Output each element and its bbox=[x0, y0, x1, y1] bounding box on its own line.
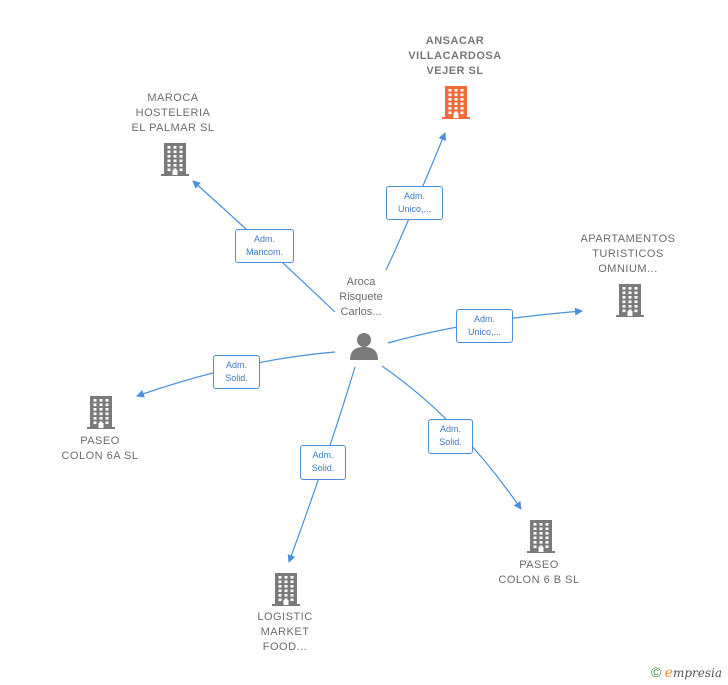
person-icon[interactable] bbox=[348, 331, 380, 361]
edge-label-line2: Unico,... bbox=[467, 327, 501, 337]
edge-label-line2: Unico,... bbox=[397, 204, 431, 214]
building-icon[interactable] bbox=[614, 282, 646, 323]
edge-label-maroca[interactable]: Adm. Mancom. bbox=[235, 229, 294, 263]
edge-label-ansacar[interactable]: Adm. Unico,... bbox=[386, 186, 443, 220]
edge-label-apartamentos[interactable]: Adm. Unico,... bbox=[456, 309, 513, 343]
company-label-ansacar[interactable]: ANSACAR VILLACARDOSA VEJER SL bbox=[408, 35, 502, 77]
edge-label-paseo6a[interactable]: Adm. Solid. bbox=[213, 355, 260, 389]
building-icon[interactable] bbox=[270, 571, 302, 612]
edge-label-line1: Adm. bbox=[439, 424, 461, 434]
footer-brand[interactable]: © empresia bbox=[651, 664, 722, 681]
edge-label-paseo6b[interactable]: Adm. Solid. bbox=[428, 419, 473, 454]
edge-label-line1: Adm. bbox=[312, 450, 334, 460]
company-label-logistic[interactable]: LOGISTIC MARKET FOOD... bbox=[257, 611, 313, 653]
edge-label-line2: Solid. bbox=[225, 373, 248, 383]
building-icon[interactable] bbox=[525, 518, 557, 559]
brand-logo: empresia bbox=[664, 665, 722, 681]
building-icon[interactable] bbox=[159, 141, 191, 182]
company-label-apartamentos[interactable]: APARTAMENTOS TURISTICOS OMNIUM... bbox=[580, 233, 676, 275]
company-label-paseo6b[interactable]: PASEO COLON 6 B SL bbox=[498, 559, 580, 586]
edge-label-line2: Mancom. bbox=[245, 247, 283, 257]
center-person-label[interactable]: Aroca Risquete Carlos... bbox=[339, 276, 383, 318]
building-icon[interactable] bbox=[85, 394, 117, 435]
company-label-paseo6a[interactable]: PASEO COLON 6A SL bbox=[61, 435, 139, 462]
brand-name: mpresia bbox=[672, 666, 722, 680]
edge-label-logistic[interactable]: Adm. Solid. bbox=[300, 445, 346, 480]
edge-label-line1: Adm. bbox=[403, 191, 425, 201]
building-icon[interactable] bbox=[440, 84, 472, 125]
company-label-maroca[interactable]: MAROCA HOSTELERIA EL PALMAR SL bbox=[131, 92, 215, 134]
edge-label-line2: Solid. bbox=[311, 463, 335, 473]
copyright-icon: © bbox=[650, 664, 662, 680]
edge-label-line2: Solid. bbox=[439, 437, 462, 447]
edge-label-line1: Adm. bbox=[473, 314, 495, 324]
edge-label-line1: Adm. bbox=[225, 360, 247, 370]
brand-initial: e bbox=[664, 665, 673, 681]
edge-label-line1: Adm. bbox=[253, 234, 275, 244]
